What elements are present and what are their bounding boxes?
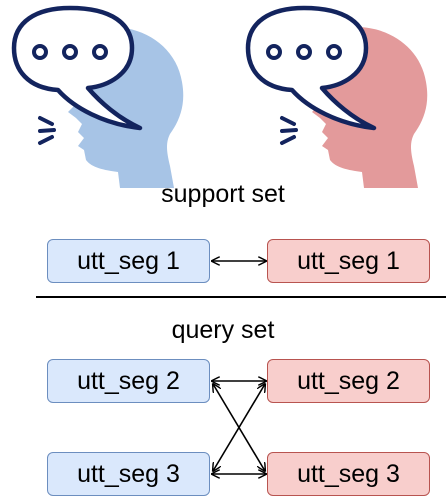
bubble-dot: [92, 44, 108, 60]
speaking-head-icon-left: [11, 5, 184, 189]
bubble-dot: [32, 44, 48, 60]
support-set-label: support set: [161, 180, 285, 208]
support-right-segment: utt_seg 1: [267, 239, 430, 283]
speaking-head-icon-right: [245, 5, 428, 189]
query-arrow-3-2: [213, 384, 265, 471]
sound-lines-left: [38, 116, 56, 145]
query-right-segment-2: utt_seg 2: [267, 359, 430, 403]
bubble-dot: [62, 44, 78, 60]
query-set-label: query set: [171, 316, 275, 344]
bubble-dot: [326, 44, 342, 60]
support-left-segment: utt_seg 1: [47, 239, 210, 283]
sound-lines-right: [280, 116, 298, 145]
query-left-segment-2: utt_seg 2: [47, 359, 210, 403]
speech-bubble-left: [11, 5, 143, 131]
query-right-segment-3: utt_seg 3: [267, 452, 430, 496]
query-left-segment-3: utt_seg 3: [47, 452, 210, 496]
bubble-dot: [296, 44, 312, 60]
bubble-dot: [266, 44, 282, 60]
speech-bubble-right: [245, 5, 377, 131]
